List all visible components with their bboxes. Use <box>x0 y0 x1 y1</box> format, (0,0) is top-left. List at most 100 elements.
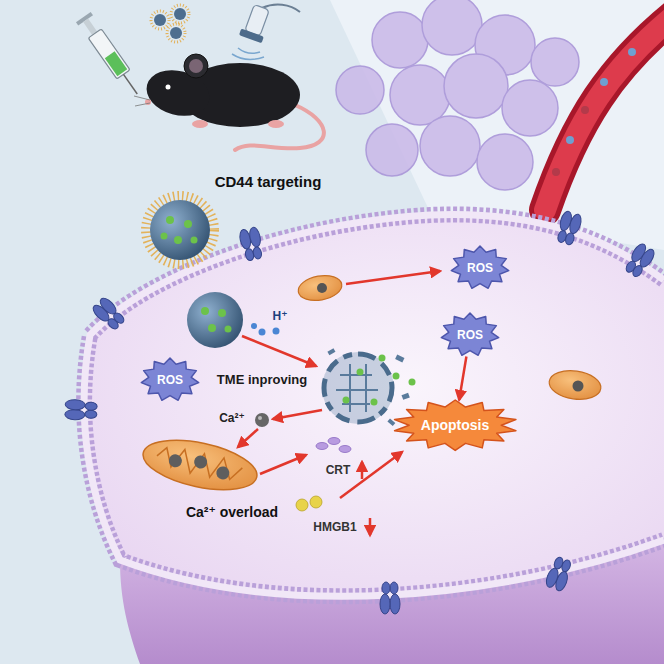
cd44-receptors <box>390 582 398 594</box>
proton-label: H⁺ <box>273 309 288 323</box>
process-label: Ca²⁺ overload <box>186 504 278 521</box>
cd44-receptors <box>564 232 575 246</box>
cd44-receptors <box>85 402 97 410</box>
cd44-receptors <box>390 594 400 614</box>
node-text: ROS <box>157 373 183 387</box>
mouse <box>189 59 203 73</box>
cd44-receptors <box>568 213 583 235</box>
mouse <box>192 120 208 128</box>
tumor-cells <box>502 80 558 136</box>
targeting-label: CD44 targeting <box>215 173 322 191</box>
targeting-nanoparticle <box>146 196 214 264</box>
cd44-receptors <box>623 242 657 280</box>
zoom-beam <box>330 0 664 250</box>
ultrasound-probe <box>239 28 264 43</box>
ros-burst: ROS <box>441 313 499 356</box>
internalized-nanoparticle <box>201 307 209 315</box>
syringe <box>88 29 130 79</box>
degrading-nanoparticle <box>409 379 416 386</box>
targeting-nanoparticle <box>146 196 214 264</box>
targeting-nanoparticle <box>174 236 182 244</box>
mitochondrion-right <box>547 368 602 403</box>
degrading-nanoparticle <box>327 348 335 355</box>
pathway-arrows <box>346 271 440 284</box>
pathway-arrows <box>242 336 316 366</box>
calcium-ion <box>255 413 269 427</box>
tumor-cells <box>390 65 450 125</box>
internalized-nanoparticle <box>187 292 243 348</box>
marker-label: CRT <box>326 463 351 477</box>
mouse <box>135 103 150 106</box>
degrading-nanoparticle <box>336 364 378 412</box>
cell-body <box>84 214 664 664</box>
cd44-receptors <box>90 295 127 332</box>
tumor-cells <box>531 38 579 86</box>
ros-burst: ROS <box>451 246 509 289</box>
cd44-receptors <box>555 210 583 246</box>
tumor-cells <box>336 0 579 190</box>
ros-burst: ROS <box>141 358 199 401</box>
tumor-cells <box>366 124 418 176</box>
degrading-nanoparticle <box>357 369 364 376</box>
mouse <box>184 54 208 78</box>
cd44-receptors <box>544 567 560 589</box>
targeting-nanoparticle <box>191 237 198 244</box>
syringe <box>105 51 127 76</box>
targeting-nanoparticle <box>161 233 168 240</box>
blood-vessel <box>545 14 664 210</box>
blood-vessel <box>600 78 608 86</box>
cd44-receptors <box>631 264 644 278</box>
nanoparticle-icons <box>170 27 182 39</box>
cd44-receptors <box>382 582 390 594</box>
zoom-beam <box>330 0 664 250</box>
cell-body <box>84 214 664 596</box>
ultrasound-probe <box>232 54 264 59</box>
lipid-bilayer <box>84 214 664 596</box>
internalized-nanoparticle <box>187 292 243 348</box>
tumor-cells <box>422 0 482 55</box>
calcium-ion <box>255 413 269 427</box>
internalized-nanoparticle <box>225 326 232 333</box>
blood-vessel <box>581 106 589 114</box>
crt-molecules <box>328 438 340 445</box>
tumor-cells <box>420 116 480 176</box>
tumor-cells <box>372 12 428 68</box>
ultrasound-probe <box>239 3 273 43</box>
cd44-receptors <box>544 555 574 592</box>
crt-molecules <box>339 446 351 453</box>
mitochondrion-right <box>573 381 584 392</box>
nanoparticle-icons <box>151 11 169 29</box>
apoptosis-burst: Apoptosis <box>393 400 517 450</box>
hmgb1-molecules <box>310 496 322 508</box>
nanoparticle-icons <box>151 5 189 42</box>
mouse <box>166 85 171 90</box>
pathway-arrows <box>260 455 306 474</box>
cd44-receptors <box>380 594 390 614</box>
syringe <box>76 12 145 99</box>
proton-dots <box>273 328 280 335</box>
ultrasound-probe <box>238 48 260 53</box>
hmgb1-molecules <box>296 496 322 511</box>
arrow-connector <box>459 357 466 400</box>
degrading-nanoparticle <box>395 354 404 362</box>
proton-dots <box>251 323 257 329</box>
mitochondrion-top <box>296 272 343 303</box>
mitochondrion-overloaded <box>193 454 208 469</box>
degrading-nanoparticle <box>324 354 392 422</box>
pathway-arrows <box>238 429 258 447</box>
hmgb1-molecules <box>296 499 308 511</box>
cd44-receptors <box>112 311 126 325</box>
cd44-receptors <box>238 226 264 261</box>
cd44-receptors <box>65 399 85 410</box>
internalized-nanoparticle <box>208 324 216 332</box>
targeting-nanoparticle <box>150 200 210 260</box>
tumor-cells <box>477 134 533 190</box>
ion-label: Ca²⁺ <box>219 411 245 425</box>
syringe <box>123 74 137 94</box>
ultrasound-probe <box>232 3 300 59</box>
degrading-nanoparticle <box>322 352 394 424</box>
cd44-receptors <box>252 246 262 259</box>
blood-vessel <box>628 48 636 56</box>
